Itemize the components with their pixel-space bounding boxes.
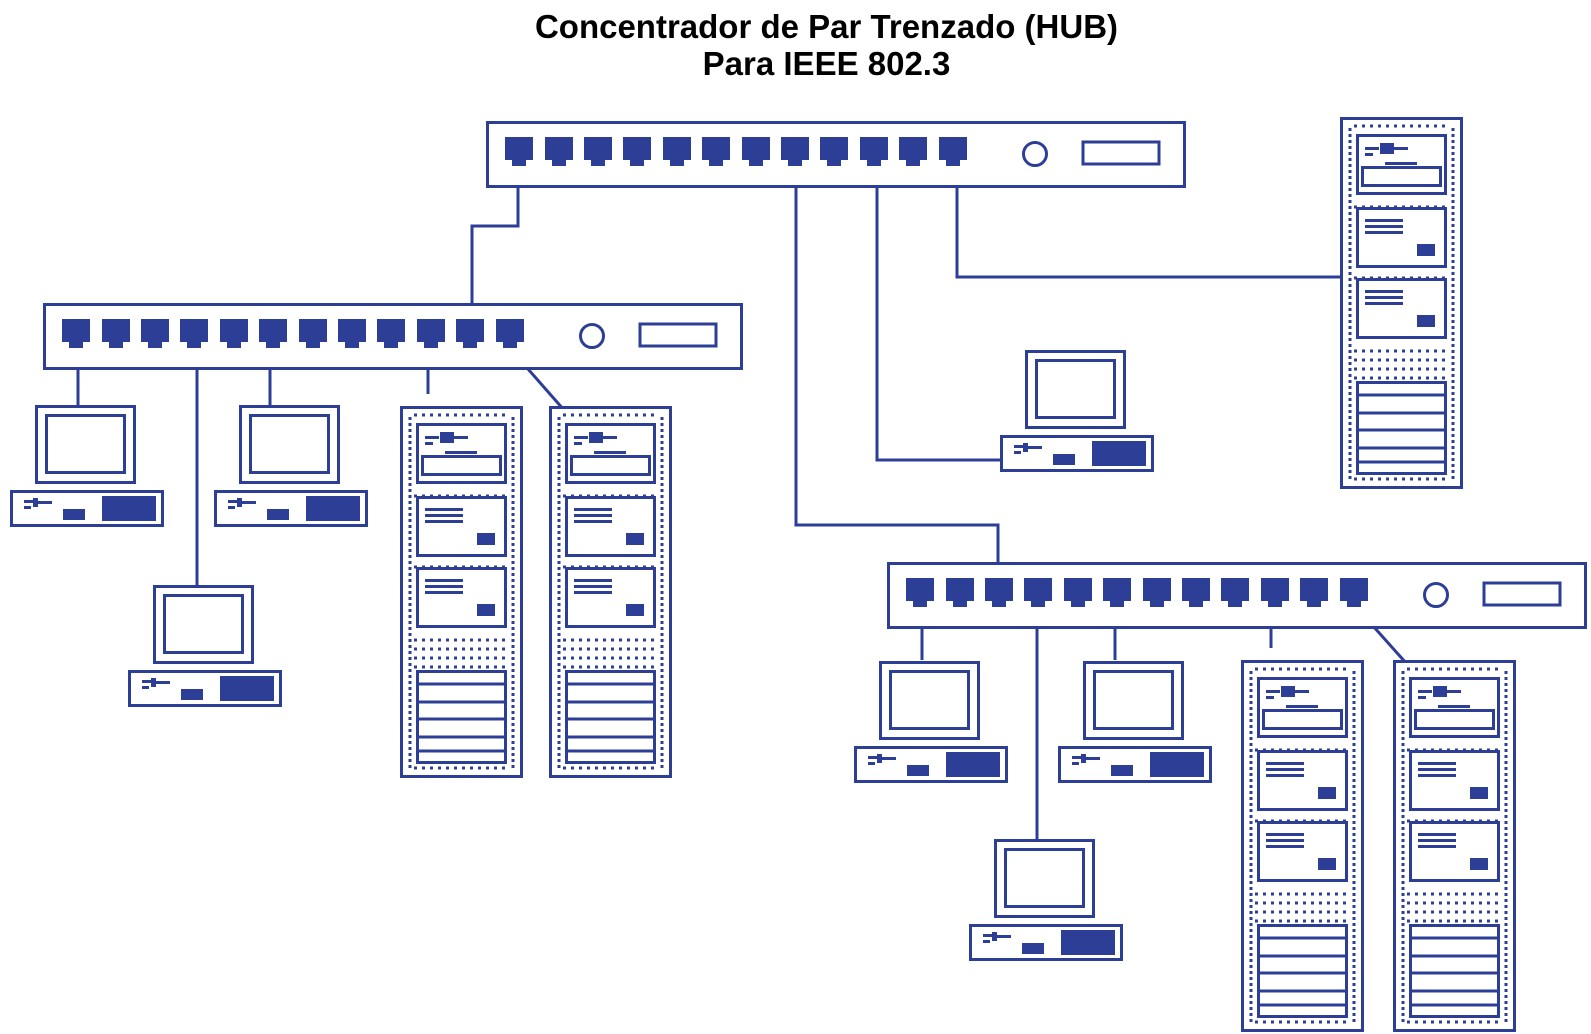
diagram-title: Concentrador de Par Trenzado (HUB) Para … <box>0 8 1591 82</box>
main-hub <box>488 123 1185 187</box>
workstation-left-2 <box>128 585 282 707</box>
cable-main-to-left-hub <box>470 168 520 334</box>
server-rack-left-1 <box>400 406 523 778</box>
cable-main-to-workstation <box>875 168 1000 462</box>
server-rack-top-right <box>1340 117 1463 489</box>
cable-main-to-right-hub <box>794 168 1000 596</box>
workstation-left-1 <box>10 405 164 527</box>
workstation-center <box>1000 350 1154 472</box>
left-hub <box>45 305 742 369</box>
workstation-right-1 <box>854 661 1008 783</box>
workstation-right-2 <box>969 839 1123 961</box>
cable-main-to-rack <box>955 168 1354 279</box>
title-line-1: Concentrador de Par Trenzado (HUB) <box>534 8 1119 45</box>
title-line-2: Para IEEE 802.3 <box>702 45 951 82</box>
workstation-right-3 <box>1058 661 1212 783</box>
cable-right-rack2 <box>1371 624 1409 666</box>
cable-left-rack2 <box>526 368 566 411</box>
server-rack-left-2 <box>549 406 672 778</box>
workstation-left-3 <box>214 405 368 527</box>
server-rack-right-1 <box>1241 660 1364 1032</box>
server-rack-right-2 <box>1393 660 1516 1032</box>
right-hub <box>889 564 1586 628</box>
